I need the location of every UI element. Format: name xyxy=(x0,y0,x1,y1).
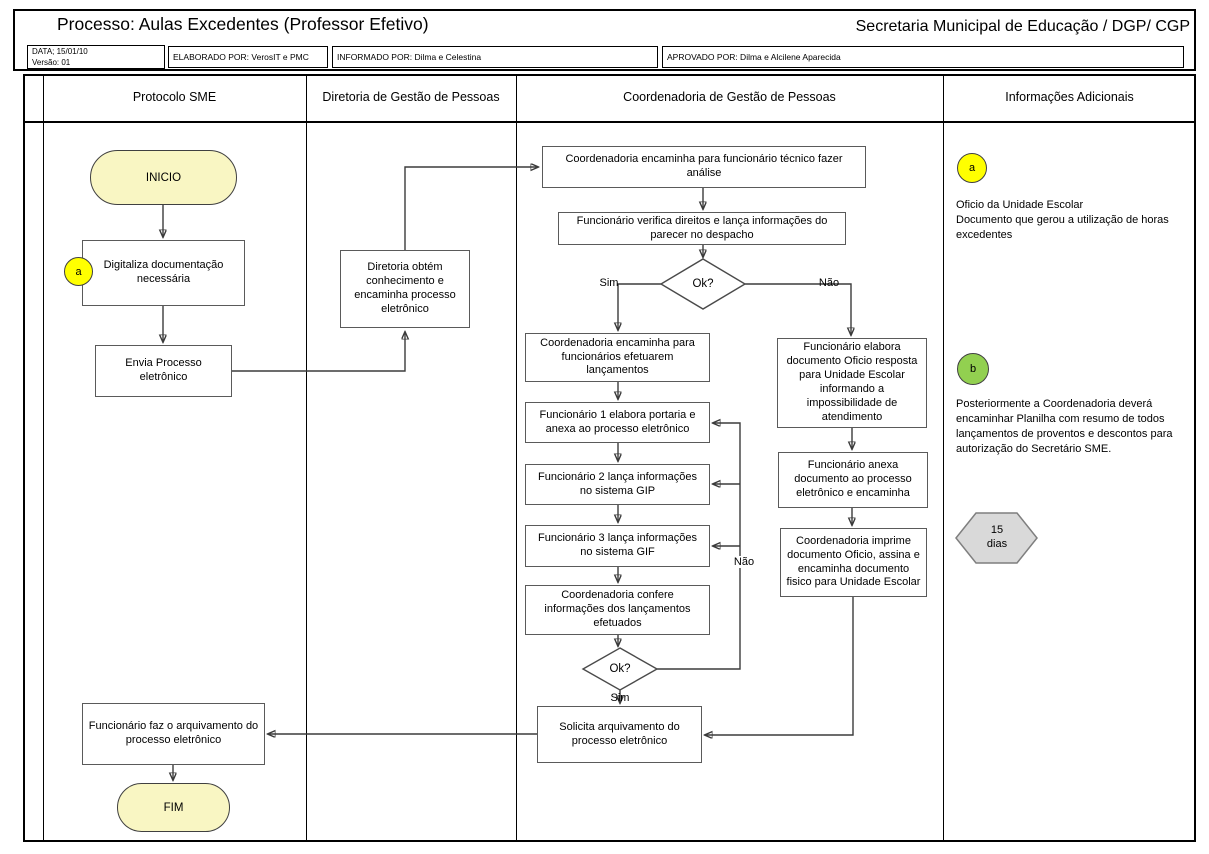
node-envia-processo: Envia Processo eletrônico xyxy=(95,345,232,397)
lane-divider-2 xyxy=(306,74,307,842)
node-coord-encaminha-func: Coordenadoria encaminha para funcionário… xyxy=(525,333,710,382)
edge-label-nao1: Não xyxy=(818,277,840,289)
lane-label-coordenadoria: Coordenadoria de Gestão de Pessoas xyxy=(623,90,836,104)
node-solicita-arquivamento: Solicita arquivamento do processo eletrô… xyxy=(537,706,702,763)
annotation-note-b: Posteriormente a Coordenadoria deverá en… xyxy=(956,398,1173,455)
node-anexa-documento: Funcionário anexa documento ao processo … xyxy=(778,452,928,508)
edge-label-sim1: Sim xyxy=(599,277,619,289)
node-elabora-oficio: Funcionário elabora documento Oficio res… xyxy=(777,338,927,428)
annotation-marker-a-legend: a xyxy=(957,153,987,183)
page-title: Processo: Aulas Excedentes (Professor Ef… xyxy=(57,14,429,34)
node-func3-gif: Funcionário 3 lança informações no siste… xyxy=(525,525,710,567)
lane-label-informacoes: Informações Adicionais xyxy=(1005,90,1134,104)
header-frame xyxy=(13,9,1196,71)
timer-hexagon-shape xyxy=(955,512,1038,564)
annotation-marker-a: a xyxy=(64,257,93,286)
decision-ok2-shape xyxy=(581,647,659,691)
annotation-note-a: Oficio da Unidade Escolar Documento que … xyxy=(956,199,1169,241)
meta-date: DATA; 15/01/10 xyxy=(32,47,88,56)
node-diretoria-obtem: Diretoria obtém conhecimento e encaminha… xyxy=(340,250,470,328)
start-node-inicio: INICIO xyxy=(90,150,237,205)
node-digitaliza-documentacao: Digitaliza documentação necessária xyxy=(82,240,245,306)
meta-aprovado-box: APROVADO POR: Dilma e Alcilene Aparecida xyxy=(662,46,1184,68)
timer-unit: dias xyxy=(986,538,1008,551)
organization-title: Secretaria Municipal de Educação / DGP/ … xyxy=(855,18,1190,35)
meta-elaborado-box: ELABORADO POR: VerosIT e PMC xyxy=(168,46,328,68)
node-coord-confere: Coordenadoria confere informações dos la… xyxy=(525,585,710,635)
lane-divider-4 xyxy=(943,74,944,842)
node-imprime-oficio: Coordenadoria imprime documento Oficio, … xyxy=(780,528,927,597)
lane-label-diretoria: Diretoria de Gestão de Pessoas xyxy=(322,90,500,104)
decision-ok1-label: Ok? xyxy=(692,278,714,290)
lane-header-separator xyxy=(23,121,1196,123)
node-faz-arquivamento: Funcionário faz o arquivamento do proces… xyxy=(82,703,265,765)
meta-informado: INFORMADO POR: Dilma e Celestina xyxy=(337,52,482,62)
meta-informado-box: INFORMADO POR: Dilma e Celestina xyxy=(332,46,658,68)
meta-aprovado: APROVADO POR: Dilma e Alcilene Aparecida xyxy=(667,52,841,62)
lane-divider-1 xyxy=(43,74,44,842)
lane-label-protocolo: Protocolo SME xyxy=(132,90,217,104)
timer-label: 15 dias xyxy=(966,523,1028,552)
meta-elaborado: ELABORADO POR: VerosIT e PMC xyxy=(173,52,309,62)
edge-label-nao2: Não xyxy=(726,556,762,568)
flow-connectors xyxy=(163,167,853,780)
timer-value: 15 xyxy=(990,524,1004,536)
end-node-fim: FIM xyxy=(117,783,230,832)
lane-divider-3 xyxy=(516,74,517,842)
decision-ok1-shape xyxy=(659,258,747,310)
annotation-marker-b-legend: b xyxy=(957,353,989,385)
node-coord-encaminha-tecnico: Coordenadoria encaminha para funcionário… xyxy=(542,146,866,188)
node-func2-gip: Funcionário 2 lança informações no siste… xyxy=(525,464,710,505)
meta-date-box: DATA; 15/01/10 Versão: 01 xyxy=(27,45,165,69)
pool-frame xyxy=(23,74,1196,842)
node-verifica-direitos: Funcionário verifica direitos e lança in… xyxy=(558,212,846,245)
edge-label-sim2: Sim xyxy=(610,692,630,704)
decision-ok2-label: Ok? xyxy=(609,663,631,675)
node-func1-portaria: Funcionário 1 elabora portaria e anexa a… xyxy=(525,402,710,443)
meta-version: Versão: 01 xyxy=(32,57,71,67)
